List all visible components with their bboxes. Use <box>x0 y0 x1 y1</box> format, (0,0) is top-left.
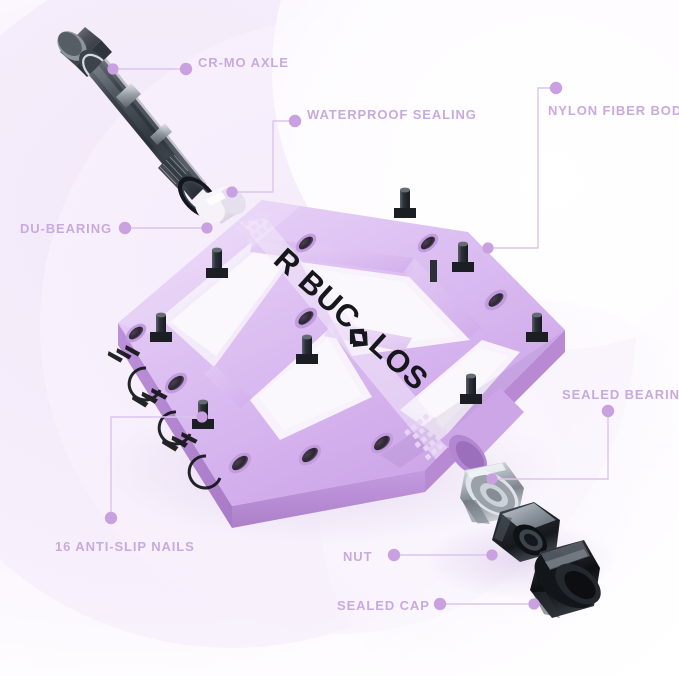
callout-label-nut: NUT <box>343 549 373 564</box>
leader-line-waterproof-sealing <box>232 120 295 193</box>
label-dot-nut <box>387 548 401 562</box>
waterproof-seal-part <box>195 186 246 224</box>
callout-label-cr-mo-axle: CR-MO AXLE <box>198 55 289 70</box>
anti-slip-nails-part <box>150 187 548 429</box>
callout-label-16-anti-slip-nails: 16 ANTI-SLIP NAILS <box>55 539 195 554</box>
label-dot-sealed-cap <box>433 597 447 611</box>
label-dot-du-bearing <box>118 221 132 235</box>
target-dot-sealed-bearing <box>486 473 498 485</box>
target-dot-cr-mo-axle <box>107 63 119 75</box>
sealed-cap-part <box>530 540 601 618</box>
callout-label-sealed-cap: SEALED CAP <box>337 598 430 613</box>
side-graphics <box>107 345 222 490</box>
callout-label-waterproof-sealing: WATERPROOF SEALING <box>307 107 477 122</box>
callout-label-nylon-fiber-body: NYLON FIBER BODY <box>548 103 679 118</box>
target-dot-waterproof-sealing <box>226 186 238 198</box>
target-dot-sealed-cap <box>528 598 540 610</box>
target-dot-du-bearing <box>201 222 213 234</box>
target-dot-nut <box>486 549 498 561</box>
cr-mo-axle-part <box>57 27 246 224</box>
callout-label-du-bearing: DU-BEARING <box>19 221 112 236</box>
label-dot-16-anti-slip-nails <box>104 511 118 525</box>
pin-holes <box>125 233 508 474</box>
callout-label-sealed-bearing: SEALED BEARING <box>562 387 679 402</box>
label-dot-nylon-fiber-body <box>549 81 563 95</box>
label-dot-cr-mo-axle <box>179 62 193 76</box>
leader-line-nylon-fiber-body <box>488 87 556 249</box>
leader-line-sealed-bearing <box>492 411 609 480</box>
nylon-fiber-body-part: R BUC LOS <box>107 187 565 528</box>
target-dot-16-anti-slip-nails <box>196 411 208 423</box>
label-dot-waterproof-sealing <box>288 114 302 128</box>
target-dot-nylon-fiber-body <box>482 242 494 254</box>
sealed-bearing-part <box>460 462 524 524</box>
leader-line-16-anti-slip-nails <box>110 416 202 518</box>
nut-part <box>492 502 560 562</box>
label-dot-sealed-bearing <box>601 404 615 418</box>
